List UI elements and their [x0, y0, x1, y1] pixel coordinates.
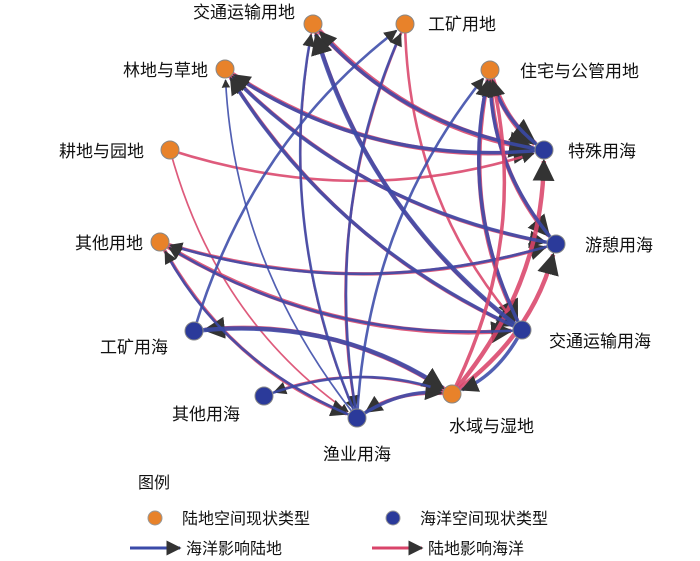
- legend-sea-node-swatch: [385, 510, 401, 526]
- node-gdyd: [160, 140, 180, 160]
- node-label-tsyh: 特殊用海: [568, 142, 636, 162]
- edge-tsyh-to-ldcd: [232, 73, 545, 155]
- edge-yyyh-to-zzgg: [355, 77, 485, 419]
- edge-yqyh-to-ldcd: [231, 75, 557, 246]
- legend-title: 图例: [138, 473, 170, 492]
- edge-jtyh-to-sysd: [460, 329, 524, 392]
- node-label-sysd: 水域与湿地: [449, 417, 534, 437]
- edge-yyyh-to-jtyt: [298, 33, 359, 419]
- node-gkyh: [184, 321, 204, 341]
- node-layer: [150, 14, 566, 428]
- edge-gdyd-to-tsyh: [169, 148, 535, 183]
- edge-layer: [158, 22, 559, 420]
- node-label-ldcd: 林地与草地: [123, 61, 208, 81]
- node-label-jtyt: 交通运输用地: [193, 3, 295, 23]
- edge-gkyh-to-gkyd: [192, 29, 398, 332]
- edge-gkyh-to-sysd: [193, 326, 445, 390]
- node-qtyh: [254, 386, 274, 406]
- label-layer: 交通运输用地工矿用地住宅与公管用地特殊用海游憩用海交通运输用海水域与湿地渔业用海…: [59, 3, 653, 465]
- node-sysd: [442, 384, 462, 404]
- node-label-gkyh: 工矿用海: [100, 338, 168, 358]
- node-jtyt: [303, 14, 323, 34]
- node-label-qtyh: 其他用海: [172, 405, 240, 425]
- edge-yyyh-to-sysd: [356, 382, 443, 420]
- legend-sea-node-label: 海洋空间现状类型: [420, 509, 548, 528]
- node-label-yyyh: 渔业用海: [323, 445, 391, 465]
- edge-jtyh-to-jtyt: [311, 32, 524, 332]
- legend-land-node-swatch: [147, 510, 163, 526]
- node-label-jtyh: 交通运输用海: [549, 332, 651, 352]
- edge-qtyh-to-sysd: [263, 375, 443, 398]
- node-jtyh: [512, 320, 532, 340]
- node-yqyh: [546, 234, 566, 254]
- edge-gkyd-to-jtyh: [403, 23, 516, 323]
- node-qtyd: [150, 232, 170, 252]
- edge-sysd-to-tsyh: [450, 158, 555, 396]
- edge-yyyh-to-ldcd: [221, 79, 358, 419]
- legend: 图例 陆地空间现状类型 海洋空间现状类型 海洋影响陆地 陆地影响海洋: [130, 473, 548, 558]
- node-label-zzgg: 住宅与公管用地: [520, 62, 639, 82]
- edge-jtyh-to-zzgg: [475, 79, 524, 331]
- node-label-gdyd: 耕地与园地: [59, 142, 144, 162]
- node-label-qtyd: 其他用地: [75, 234, 143, 254]
- edge-jtyh-to-qtyd: [168, 246, 523, 334]
- legend-land-edge-label: 陆地影响海洋: [428, 539, 524, 558]
- legend-land-node-label: 陆地空间现状类型: [182, 509, 310, 528]
- node-gkyd: [395, 14, 415, 34]
- edge-sysd-to-zzgg: [450, 79, 507, 395]
- node-label-gkyd: 工矿用地: [428, 15, 496, 35]
- edge-tsyh-to-jtyt: [318, 30, 545, 152]
- legend-sea-edge-label: 海洋影响陆地: [186, 539, 282, 558]
- node-label-yqyh: 游憩用海: [585, 236, 653, 256]
- node-ldcd: [215, 59, 235, 79]
- node-tsyh: [534, 140, 554, 160]
- edge-yyyh-to-qtyd: [164, 250, 358, 420]
- edge-gdyd-to-yyyh: [169, 149, 349, 413]
- edge-yyyh-to-gkyd: [344, 32, 402, 419]
- node-yyyh: [347, 408, 367, 428]
- edge-jtyh-to-ldcd: [229, 76, 523, 332]
- node-zzgg: [480, 60, 500, 80]
- edge-yqyh-to-zzgg: [481, 79, 558, 246]
